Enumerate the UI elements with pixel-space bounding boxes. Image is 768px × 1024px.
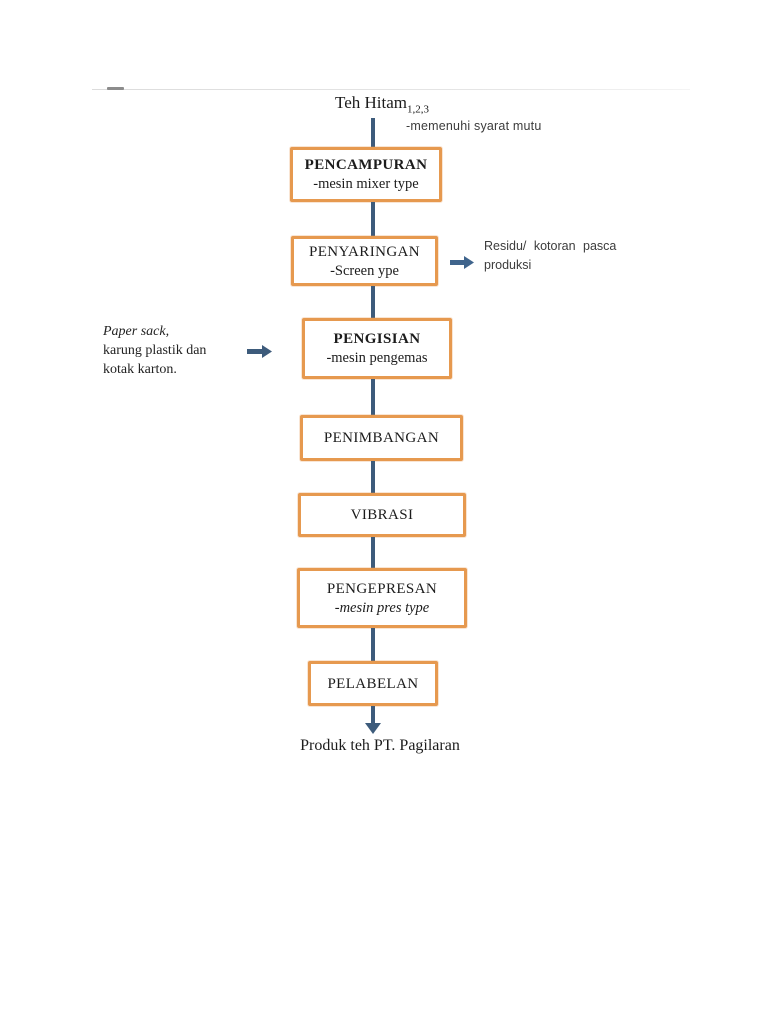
packaging-line-1: Paper sack, — [103, 324, 170, 339]
process-subtitle: -Screen ype — [330, 262, 399, 279]
process-title: PENGEPRESAN — [326, 580, 438, 597]
end-node-label: Produk teh PT. Pagilaran — [300, 737, 460, 754]
process-subtitle: -mesin pres type — [334, 599, 430, 616]
packaging-line-2: karung plastik dan — [103, 343, 207, 358]
process-title: PELABELAN — [327, 675, 419, 692]
page-edge-line — [92, 89, 690, 90]
start-node-label: Teh Hitam1,2,3 — [300, 92, 464, 116]
process-subtitle: -mesin pengemas — [326, 350, 428, 366]
process-box-pengisian: PENGISIAN -mesin pengemas — [302, 318, 452, 379]
residue-line-1: Residu/ kotoran pasca — [484, 239, 617, 253]
process-title: PENIMBANGAN — [323, 430, 440, 446]
process-box-penimbangan: PENIMBANGAN — [300, 415, 463, 461]
process-box-vibrasi: VIBRASI — [298, 493, 466, 537]
process-box-penyaringan: PENYARINGAN -Screen ype — [291, 236, 438, 286]
packaging-input-note: Paper sack, karung plastik dan kotak kar… — [103, 322, 243, 379]
process-title: PENCAMPURAN — [304, 157, 428, 173]
start-node-text: Teh Hitam — [335, 93, 407, 112]
process-title: PENYARINGAN — [308, 243, 421, 260]
packaging-line-3: kotak karton. — [103, 362, 177, 377]
residue-line-2: produksi — [484, 258, 532, 272]
quality-requirement-note: -memenuhi syarat mutu — [406, 119, 542, 133]
page-edge-dash — [107, 87, 124, 90]
connector-line — [371, 286, 375, 318]
process-box-pengepresan: PENGEPRESAN -mesin pres type — [297, 568, 467, 628]
connector-line — [371, 118, 375, 149]
connector-line — [371, 461, 375, 493]
right-block-arrow-icon — [450, 256, 474, 269]
connector-line — [371, 202, 375, 236]
residue-output-note: Residu/ kotoran pasca produksi — [484, 237, 640, 275]
start-node-subscript: 1,2,3 — [406, 103, 429, 116]
connector-line — [371, 537, 375, 568]
connector-line — [371, 706, 375, 725]
process-title: PENGISIAN — [333, 331, 421, 347]
down-arrowhead-icon — [365, 723, 381, 734]
left-block-arrow-icon — [247, 345, 272, 358]
process-title: VIBRASI — [350, 507, 414, 523]
process-box-pencampuran: PENCAMPURAN -mesin mixer type — [290, 147, 442, 202]
connector-line — [371, 628, 375, 662]
process-subtitle: -mesin mixer type — [313, 176, 419, 192]
process-box-pelabelan: PELABELAN — [308, 661, 438, 706]
connector-line — [371, 379, 375, 415]
